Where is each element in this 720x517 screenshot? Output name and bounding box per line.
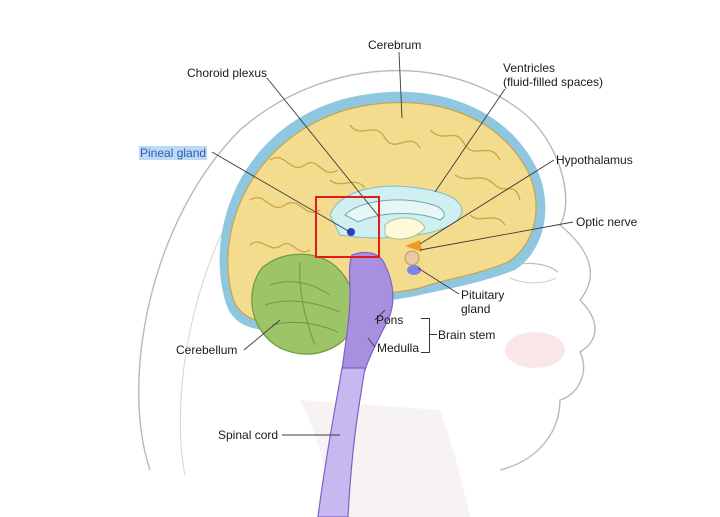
label-cerebrum: Cerebrum xyxy=(368,38,422,52)
cerebellum-folia xyxy=(264,261,341,346)
hypothalamus-shape xyxy=(404,250,420,266)
brainstem-shape xyxy=(341,251,394,371)
label-optic-nerve: Optic nerve xyxy=(576,215,638,229)
optic-nerve-shape xyxy=(405,240,422,252)
leader-lines xyxy=(211,51,574,436)
label-hypothalamus: Hypothalamus xyxy=(556,153,633,167)
gyri xyxy=(249,124,521,253)
label-choroid-plexus: Choroid plexus xyxy=(187,66,268,80)
cheek xyxy=(505,332,565,368)
label-medulla: Medulla xyxy=(377,341,420,355)
label-spinal-cord: Spinal cord xyxy=(218,428,279,442)
third-ventricle xyxy=(384,217,426,240)
pineal-shape xyxy=(347,228,355,236)
eye-lash xyxy=(509,277,557,284)
label-brain-stem: Brain stem xyxy=(438,328,496,342)
pituitary-shape xyxy=(407,265,421,275)
brain-stem-bracket-tick xyxy=(430,334,437,336)
label-pituitary-line1: Pituitary xyxy=(461,288,505,302)
label-cerebellum: Cerebellum xyxy=(176,343,238,357)
label-pons: Pons xyxy=(376,313,404,327)
label-pineal-gland: Pineal gland xyxy=(139,146,208,160)
brain-stem-bracket xyxy=(421,318,430,353)
highlight-box xyxy=(315,196,380,258)
label-pituitary-line2: gland xyxy=(461,302,491,316)
label-ventricles-line1: Ventricles xyxy=(503,61,556,75)
label-ventricles-line2: (fluid-filled spaces) xyxy=(503,75,604,89)
head-outline xyxy=(138,69,596,471)
spinal-cord-shape xyxy=(317,367,366,517)
